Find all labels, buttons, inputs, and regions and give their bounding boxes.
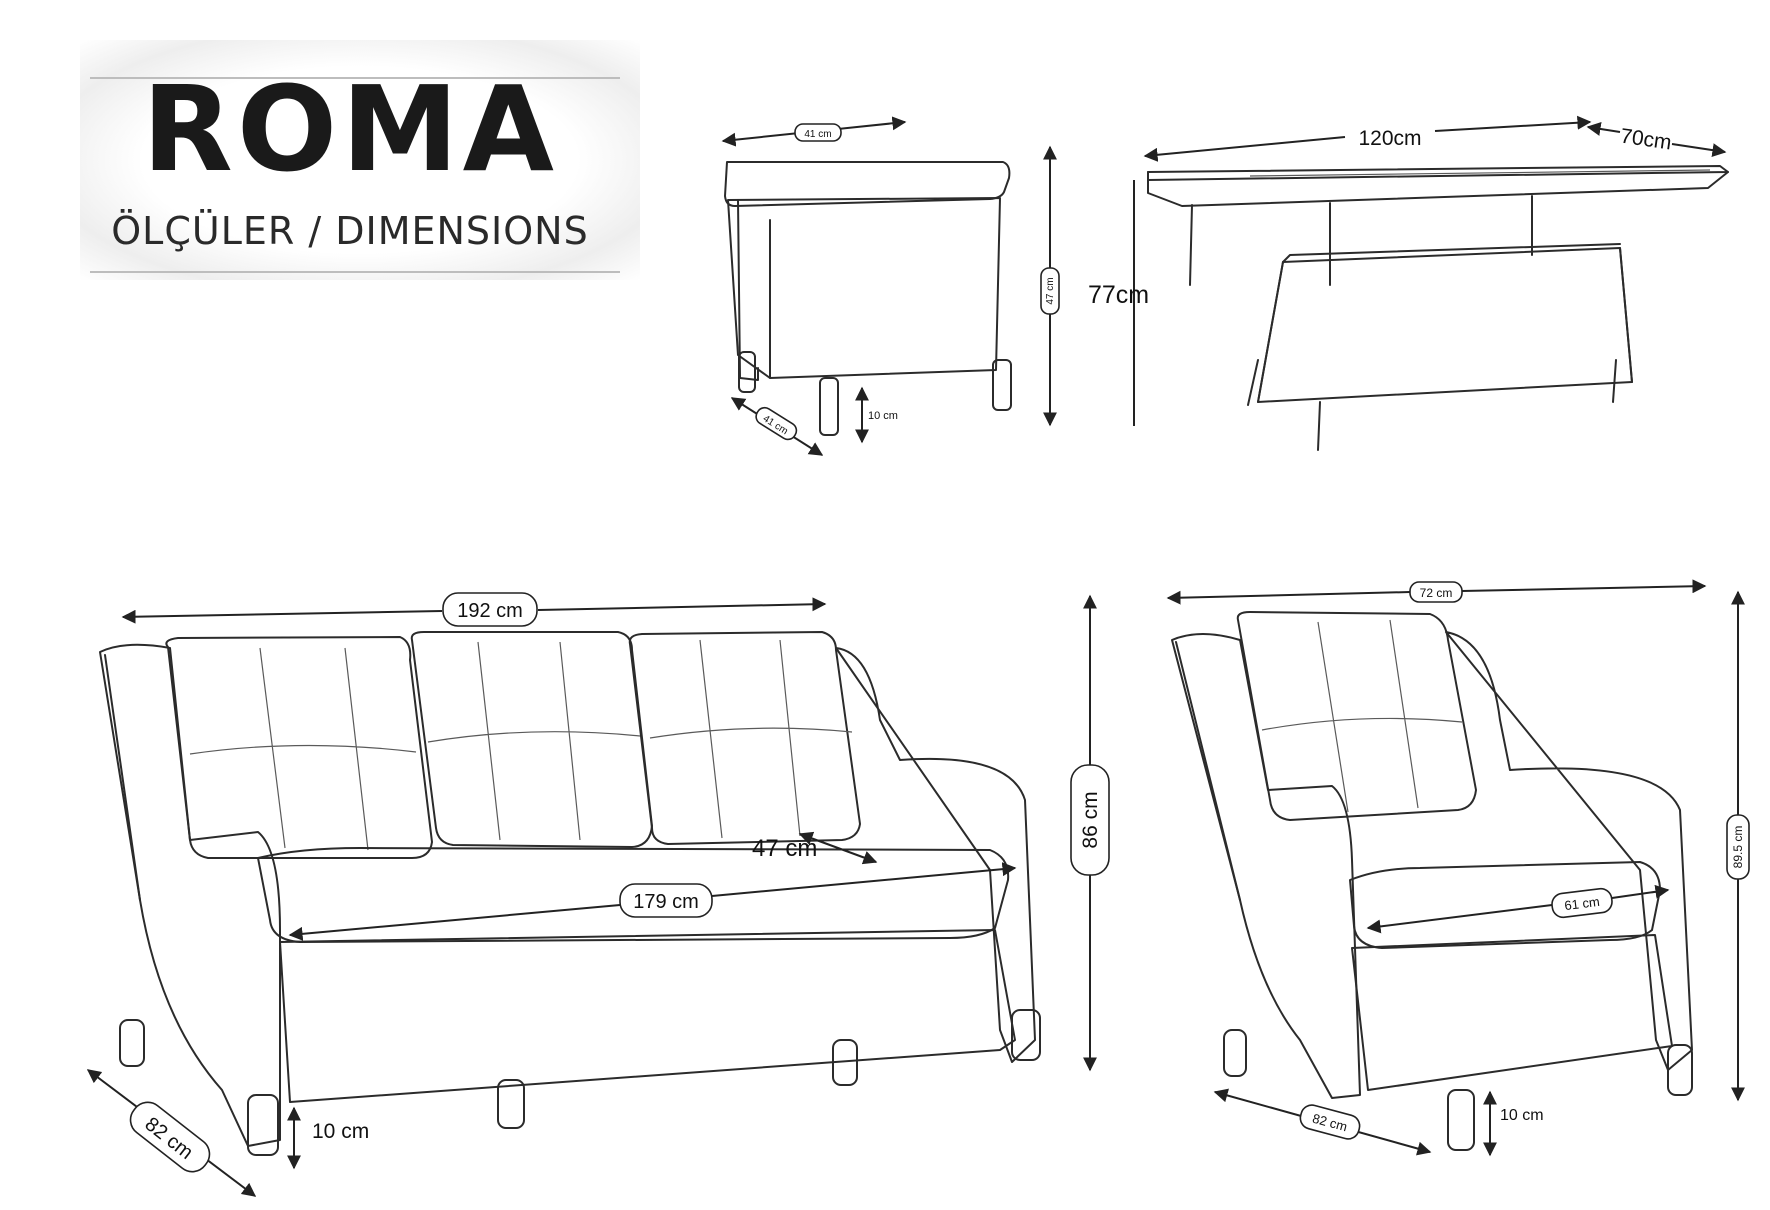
stool-width-dimension: 41 cm	[721, 116, 907, 147]
armchair-width-label: 72 cm	[1420, 586, 1453, 600]
sofa-height-label: 86 cm	[1079, 791, 1102, 848]
stool-depth-dimension: 41 cm	[730, 397, 824, 456]
stool-drawing	[724, 161, 1012, 436]
table-height-dimension: 77cm	[1088, 180, 1149, 426]
sofa-seat-depth-dimension: 47 cm	[752, 831, 878, 865]
armchair-leg-dimension: 10 cm	[1483, 1090, 1544, 1157]
dimensions-subtitle: ÖLÇÜLER / DIMENSIONS	[111, 209, 589, 253]
sofa-depth-dimension: 82 cm	[86, 1069, 257, 1197]
table-length-label: 120cm	[1358, 127, 1421, 150]
stool-height-dimension: 47 cm	[1040, 145, 1060, 427]
armchair-seat-width-dimension: 61 cm	[1366, 884, 1670, 934]
sofa-drawing	[99, 631, 1041, 1156]
sofa-leg-label: 10 cm	[312, 1120, 369, 1143]
table-length-dimension: 120cm	[1143, 115, 1592, 162]
armchair-seat-width-label: 61 cm	[1564, 894, 1601, 913]
sofa-height-dimension: 86 cm	[1070, 594, 1110, 1072]
table-width-label: 70cm	[1619, 125, 1673, 155]
armchair-height-dimension: 89.5 cm	[1726, 590, 1750, 1102]
armchair-depth-dimension: 82 cm	[1213, 1088, 1432, 1156]
armchair-drawing	[1171, 611, 1693, 1151]
table-drawing	[1147, 165, 1729, 451]
armchair-width-dimension: 72 cm	[1166, 579, 1707, 605]
title-band	[80, 40, 640, 280]
sofa-seat-width-label: 179 cm	[633, 891, 699, 913]
stool-leg-dimension: 10 cm	[855, 386, 898, 444]
table-width-dimension: 70cm	[1586, 122, 1727, 158]
sofa-width-dimension: 192 cm	[121, 592, 827, 627]
stool-leg-label: 10 cm	[868, 410, 898, 422]
sofa-seat-width-dimension: 179 cm	[288, 862, 1017, 941]
sofa-width-label: 192 cm	[457, 600, 523, 622]
table-height-label: 77cm	[1088, 281, 1149, 309]
sofa-seat-depth-label: 47 cm	[752, 835, 817, 862]
brand-title: ROMA	[142, 60, 558, 198]
armchair-leg-label: 10 cm	[1500, 1107, 1544, 1124]
stool-width-label: 41 cm	[804, 129, 831, 140]
stool-height-label: 47 cm	[1045, 277, 1056, 304]
sofa-leg-dimension: 10 cm	[287, 1106, 369, 1170]
armchair-height-label: 89.5 cm	[1731, 826, 1745, 869]
